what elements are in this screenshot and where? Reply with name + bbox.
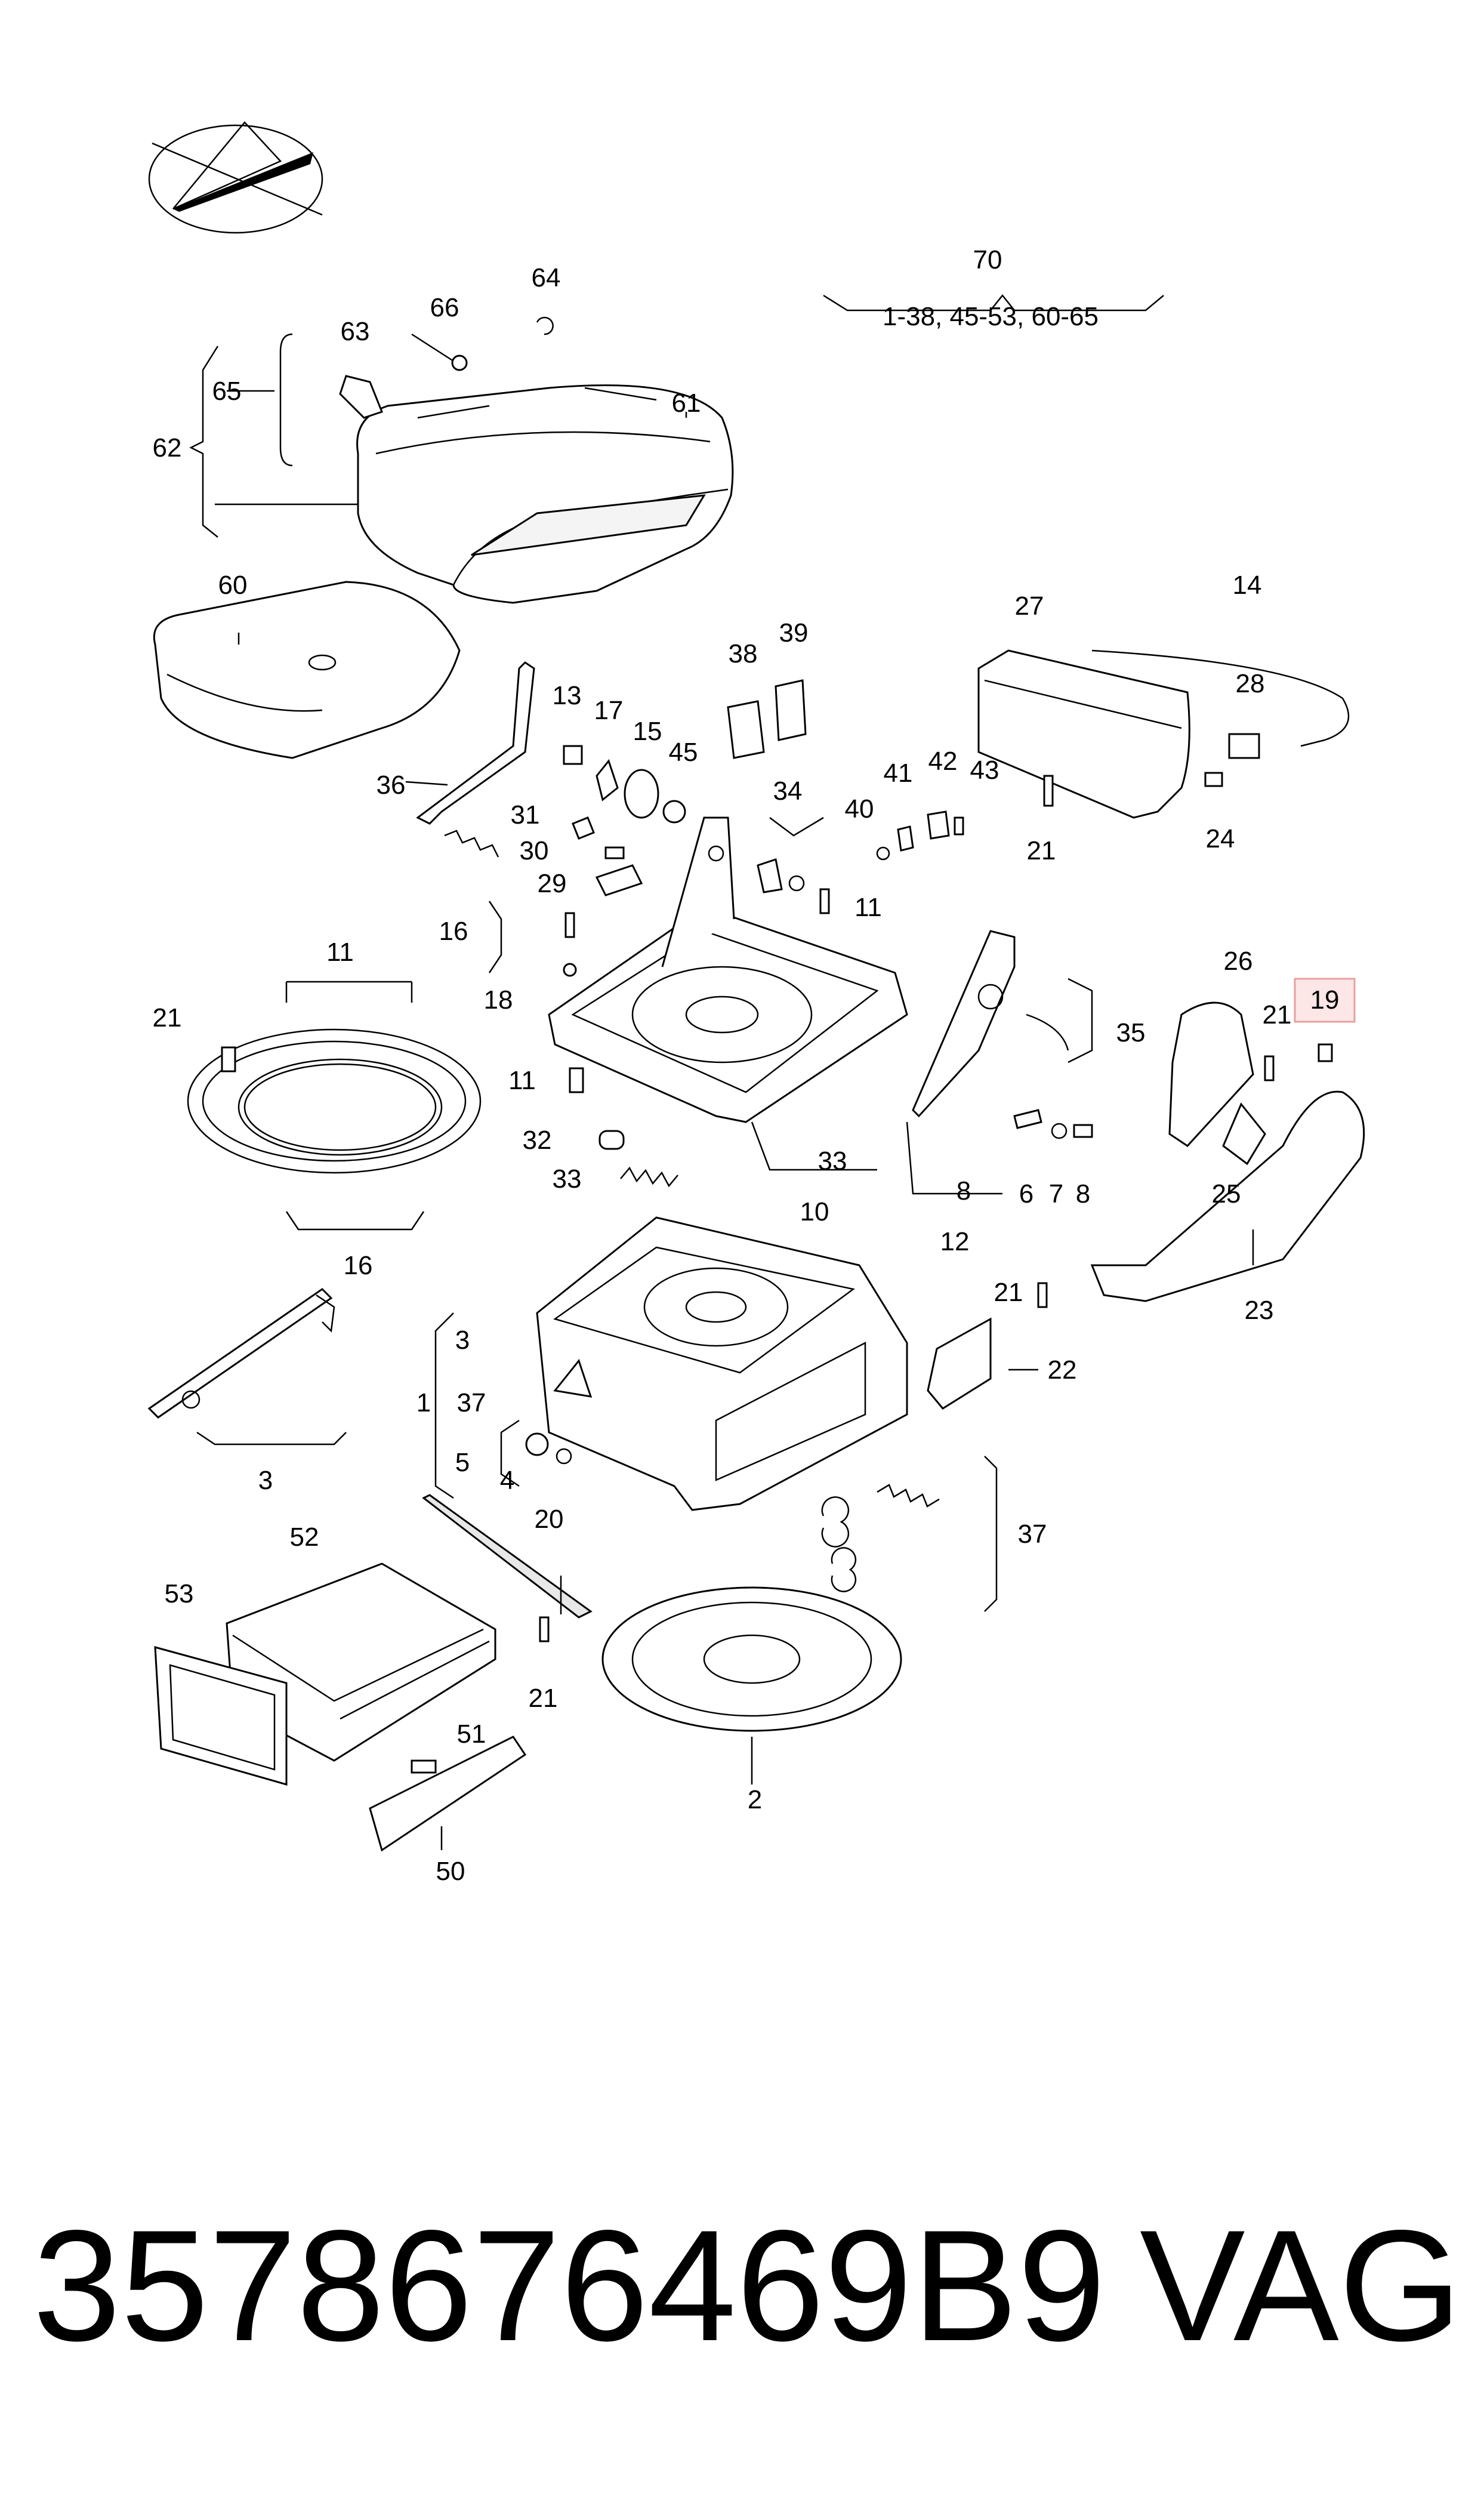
side-trim-panels: [927, 1001, 1365, 1410]
callout-62: 62: [153, 433, 182, 463]
callout-40: 40: [845, 794, 874, 824]
callout-60: 60: [218, 571, 248, 600]
callout-51: 51: [457, 1719, 486, 1749]
callout-8-a: 8: [1076, 1179, 1090, 1209]
callout-43: 43: [970, 756, 999, 785]
callout-8-b: 8: [957, 1176, 971, 1206]
callout-37-a: 37: [457, 1388, 486, 1417]
brand-name: VAG: [1140, 2197, 1462, 2374]
leader-lines: [189, 294, 1254, 1850]
trim-fasteners: [339, 316, 554, 419]
frame-hardware: [563, 888, 830, 1188]
callout-21-d: 21: [994, 1278, 1023, 1307]
callout-4: 4: [500, 1466, 514, 1495]
callout-11-a: 11: [854, 893, 882, 922]
callout-53: 53: [165, 1579, 194, 1608]
side-cover-and-cable: [977, 649, 1350, 819]
callout-36: 36: [377, 770, 406, 800]
callout-30: 30: [520, 836, 549, 865]
callout-12: 12: [940, 1227, 970, 1256]
callout-24: 24: [1206, 824, 1235, 853]
callout-21-e: 21: [529, 1684, 558, 1713]
callout-17: 17: [594, 696, 624, 725]
callout-labels: 70 64 66 63 65 61 62 60 14 27 39 38 28 1…: [153, 245, 1340, 1886]
callout-38: 38: [729, 639, 758, 668]
callout-28: 28: [1236, 669, 1265, 698]
callout-35: 35: [1116, 1018, 1146, 1047]
callout-27: 27: [1015, 591, 1044, 621]
callout-41: 41: [884, 759, 913, 788]
highlight-box: [1294, 978, 1356, 1023]
callout-32: 32: [523, 1126, 552, 1155]
callout-34: 34: [773, 776, 803, 806]
callout-37-b: 37: [1018, 1520, 1047, 1549]
callout-18: 18: [484, 985, 513, 1015]
callout-64: 64: [532, 263, 561, 292]
small-parts-center: [727, 679, 964, 893]
callout-11-b: 11: [326, 938, 354, 967]
callout-20: 20: [535, 1505, 564, 1534]
callout-70: 70: [973, 245, 1002, 275]
callout-45: 45: [669, 738, 698, 767]
callout-61: 61: [672, 389, 701, 418]
lever-assembly: [912, 930, 1093, 1139]
trim-strip: [422, 1494, 593, 1619]
seat-cushion: [356, 384, 734, 604]
spacer-bar: [147, 1288, 335, 1419]
drawer-assembly: [154, 1562, 550, 1852]
callout-66: 66: [430, 293, 459, 322]
seat-base: [525, 1216, 908, 1511]
exploded-parts-diagram: 1-38, 45-53, 60-65 70 64 66 63 65 61 62 …: [147, 121, 1365, 1886]
callout-3-b: 3: [258, 1466, 273, 1495]
callout-11-c: 11: [508, 1066, 536, 1095]
part-number: 3578676469B9: [33, 2197, 1106, 2374]
callout-23: 23: [1245, 1296, 1274, 1325]
callout-52: 52: [290, 1522, 319, 1552]
callout-14: 14: [1233, 571, 1262, 600]
swivel-ring-seals: [187, 1028, 482, 1174]
release-lever: [416, 661, 535, 858]
callout-33-b: 33: [553, 1164, 582, 1194]
small-parts-left: [563, 745, 686, 896]
callout-31: 31: [511, 800, 540, 830]
callout-22: 22: [1048, 1355, 1077, 1385]
callout-29: 29: [538, 869, 567, 898]
callout-7: 7: [1049, 1179, 1063, 1209]
callout-1: 1: [416, 1388, 431, 1417]
callout-19: 19: [1310, 985, 1340, 1015]
turntable-plate: [601, 1586, 902, 1732]
cushion-foam: [153, 581, 461, 759]
callout-25: 25: [1212, 1179, 1241, 1209]
callout-26: 26: [1224, 947, 1253, 976]
callout-21-a: 21: [1027, 836, 1056, 865]
callout-15: 15: [633, 717, 662, 746]
callout-33-a: 33: [818, 1146, 847, 1176]
spring-set: [821, 1484, 940, 1592]
callout-5: 5: [455, 1448, 470, 1477]
callout-42: 42: [928, 747, 958, 776]
callout-65: 65: [212, 377, 242, 406]
group-note-70: 1-38, 45-53, 60-65: [883, 302, 1099, 331]
callout-3-a: 3: [455, 1326, 470, 1355]
callout-16-b: 16: [344, 1251, 373, 1280]
callout-21-c: 21: [153, 1003, 182, 1032]
callout-21-b: 21: [1263, 1000, 1292, 1030]
callout-50: 50: [436, 1857, 465, 1886]
callout-6: 6: [1019, 1179, 1033, 1209]
callout-10: 10: [800, 1197, 829, 1226]
orientation-logo: [148, 121, 323, 234]
seat-frame: [548, 816, 908, 1123]
callout-63: 63: [341, 317, 370, 346]
callout-39: 39: [779, 618, 809, 648]
callout-13: 13: [553, 681, 582, 710]
callout-16-a: 16: [439, 917, 468, 946]
callout-2: 2: [748, 1785, 762, 1814]
